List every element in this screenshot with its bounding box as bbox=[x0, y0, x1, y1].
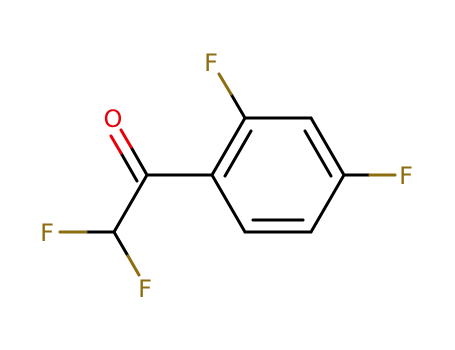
carbonyl-bond-line-1 bbox=[129, 145, 149, 177]
bond-cf-bottom-fluorine-part bbox=[126, 254, 141, 277]
ring-bond-c1-c2-inner bbox=[223, 129, 253, 178]
carbonyl-bond bbox=[109, 128, 149, 183]
oxygen-atom-label: O bbox=[104, 105, 123, 133]
fluorine-atom-label-chain-bottom: F bbox=[138, 275, 152, 303]
carbonyl-bond-line-1-o bbox=[119, 128, 133, 149]
carbonyl-bond-line-2 bbox=[119, 151, 139, 183]
ring-bond-c6-c1 bbox=[210, 173, 247, 234]
ring-bond-c1-c2 bbox=[210, 116, 247, 177]
benzene-ring bbox=[210, 116, 346, 234]
bond-ring-f-top-carbon-part bbox=[229, 92, 247, 120]
ring-bond-c3-c4 bbox=[309, 116, 346, 177]
carbonyl-bond-line-2-o bbox=[109, 134, 123, 155]
bond-carbonyl-to-chf2 bbox=[112, 173, 149, 234]
fluorine-atom-label-ring-right: F bbox=[399, 162, 413, 190]
fluorine-atom-label-chain-left: F bbox=[40, 219, 54, 247]
ring-bond-c4-c5 bbox=[309, 173, 346, 234]
fluorine-atom-label-ring-top: F bbox=[204, 49, 218, 77]
bond-ring-f-top-fluorine-part bbox=[217, 72, 233, 96]
ring-bond-c3-c4-inner bbox=[303, 129, 333, 178]
bond-cf-bottom-carbon-part bbox=[112, 230, 130, 258]
